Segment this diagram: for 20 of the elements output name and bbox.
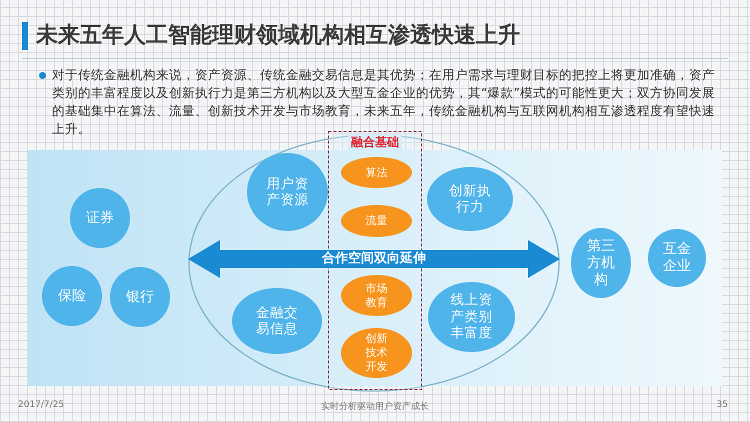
footer-slogan: 实时分析驱动用户资产成长 <box>320 400 430 413</box>
basis-ellipse: 算法 <box>341 157 412 188</box>
topic-circle: 用户资产资源 <box>247 153 328 231</box>
basis-ellipse: 流量 <box>341 205 412 237</box>
ellipse-outline <box>188 134 560 392</box>
topic-circle: 证券 <box>70 188 130 248</box>
topic-circle: 金融交易信息 <box>232 288 322 354</box>
basis-ellipse: 市场教育 <box>341 275 412 316</box>
topic-circle: 线上资产类别丰富度 <box>428 282 515 352</box>
basis-ellipse: 创新技术开发 <box>341 328 412 378</box>
page-number: 35 <box>716 400 728 410</box>
topic-circle: 银行 <box>110 267 170 327</box>
topic-circle: 互金企业 <box>648 229 706 287</box>
footer-date: 2017/7/25 <box>18 400 64 410</box>
body-text: 对于传统金融机构来说，资产资源、传统金融交易信息是其优势；在用户需求与理财目标的把控上将更加准确，资产类别的丰富程度以及创新执行力是第三方机构以及大型互金企业的优势，其“爆款”模式的可能性更大；双方协同发展的基础集中在算法、流量、创新技术开发与市场教育，未来五年，传统金融机构与互联网机构相互渗透程度有望快速上升。 <box>52 66 716 136</box>
topic-circle: 保险 <box>42 266 102 326</box>
topic-circle: 第三方机构 <box>571 228 631 298</box>
box-heading: 融合基础 <box>348 134 402 151</box>
topic-circle: 创新执行力 <box>427 167 513 231</box>
title: 未来五年人工智能理财领域机构相互渗透快速上升 <box>36 22 520 50</box>
